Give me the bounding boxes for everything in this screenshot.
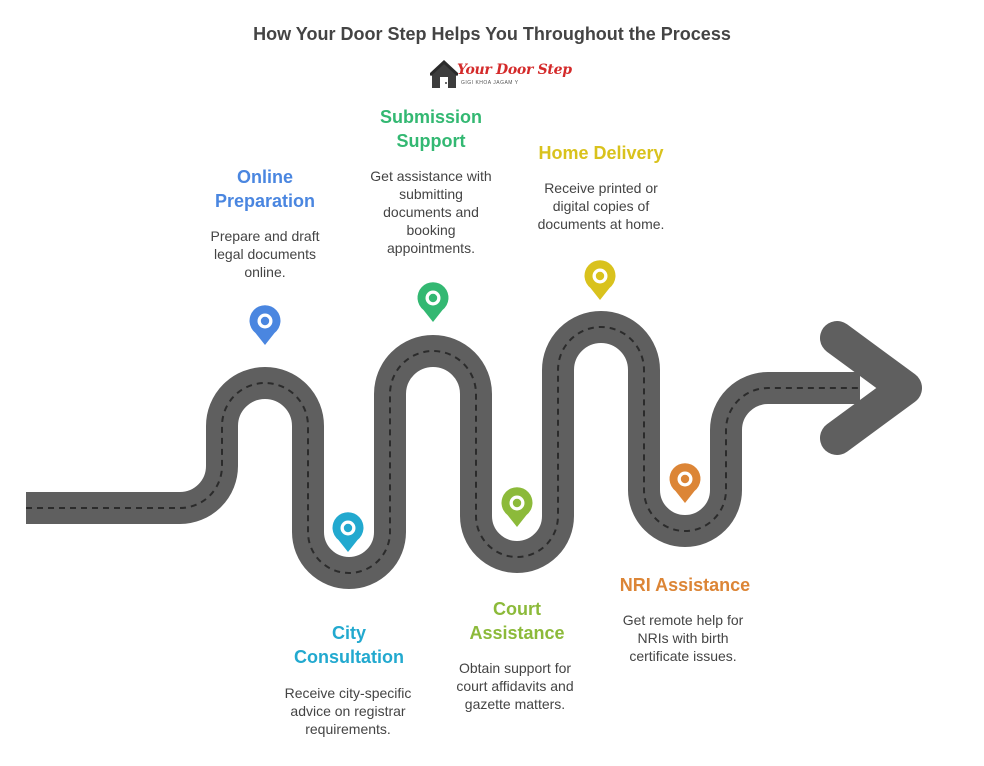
step-title-home-delivery: Home Delivery [538,143,664,163]
winding-road [26,311,922,589]
arrow-head [820,321,922,455]
step-title-nri-assistance: NRI Assistance [619,575,751,595]
map-pin-icon [669,463,701,503]
logo-name: Your Door Step [457,62,572,78]
house-icon [430,59,458,88]
step-desc-home-delivery: Receive printed or digital copies of doc… [537,180,665,232]
step-title-online-preparation: Online Preparation [214,167,316,211]
step-title-submission-support: Submission Support [379,107,482,151]
step-desc-nri-assistance: Get remote help for NRIs with birth cert… [622,612,744,664]
step-desc-court-assistance: Obtain support for court affidavits and … [456,660,574,712]
map-pin-icon [501,487,533,527]
step-desc-submission-support: Get assistance with submitting documents… [370,168,492,256]
map-pin-icon [584,260,616,300]
road-center-dashes [26,326,860,574]
map-pin-icon [417,282,449,322]
step-desc-online-preparation: Prepare and draft legal documents online… [210,228,320,280]
step-desc-city-consultation: Receive city-specific advice on registra… [284,685,412,737]
step-title-court-assistance: Court Assistance [469,599,565,643]
step-markers [249,260,701,552]
map-pin-icon [249,305,281,345]
page-title: How Your Door Step Helps You Throughout … [253,24,731,44]
road-surface [26,311,860,589]
brand-logo: Your Door Step GIGI KHOA JAGAM Y [430,58,572,94]
logo-tagline: GIGI KHOA JAGAM Y [461,80,519,86]
map-pin-icon [332,512,364,552]
step-title-city-consultation: City Consultation [294,623,404,667]
